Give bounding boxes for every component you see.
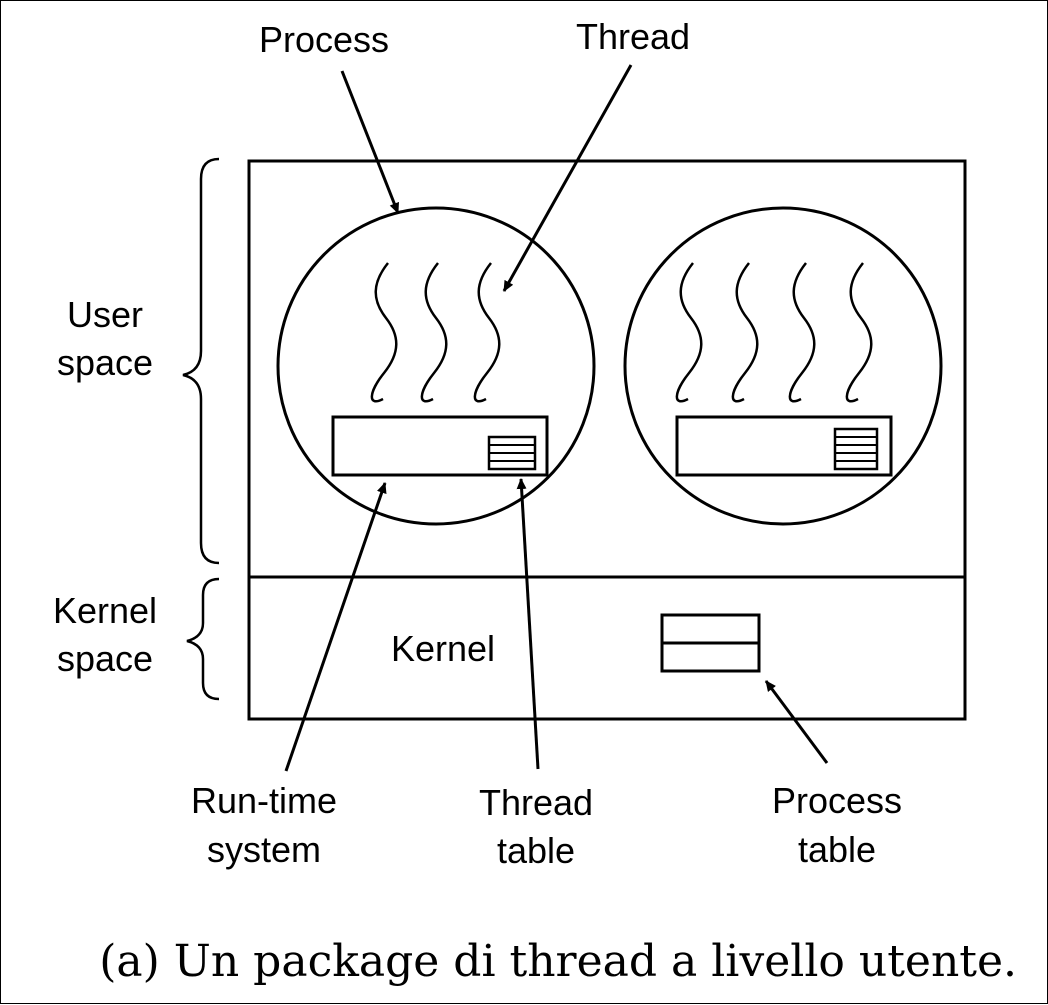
process-arrow: [340, 70, 400, 214]
kernel-space-label-line1: Kernel: [53, 590, 157, 631]
thread-wave-4: [675, 262, 703, 403]
run-time-system-box-2: [675, 415, 893, 477]
process-label: Process: [259, 19, 389, 60]
thread-arrow: [502, 64, 633, 292]
process-circle-2: [623, 206, 943, 526]
run-time-system-box-1: [331, 415, 549, 477]
thread-table-icon-2: [833, 427, 879, 471]
system-box: [247, 159, 967, 721]
user-space-label-line2: space: [57, 342, 153, 383]
thread-wave-6: [788, 262, 816, 403]
process-table-arrow: [764, 680, 829, 764]
thread-wave-7: [845, 262, 873, 403]
user-space-brace: [182, 157, 220, 565]
run-time-system-label-line2: system: [207, 829, 321, 870]
kernel-space-brace: [186, 577, 220, 701]
thread-table-icon-1: [487, 435, 537, 471]
thread-wave-3: [473, 262, 501, 403]
thread-table-label-line1: Thread: [479, 782, 593, 823]
thread-table-label-line2: table: [497, 830, 575, 871]
kernel-label: Kernel: [391, 628, 495, 669]
process-table-icon: [660, 613, 761, 673]
process-circle-1: [276, 206, 596, 526]
thread-label: Thread: [576, 16, 690, 57]
user-space-label-line1: User: [67, 294, 143, 335]
thread-wave-5: [731, 262, 759, 403]
run-time-system-label-line1: Run-time: [191, 780, 337, 821]
process-table-label-line1: Process: [772, 780, 902, 821]
thread-wave-2: [420, 262, 448, 403]
process-table-label-line2: table: [798, 829, 876, 870]
run-time-system-arrow: [284, 482, 387, 772]
figure-caption: (a) Un package di thread a livello utent…: [99, 936, 1017, 987]
kernel-space-label-line2: space: [57, 638, 153, 679]
thread-table-arrow: [516, 478, 540, 770]
thread-wave-1: [370, 262, 398, 403]
